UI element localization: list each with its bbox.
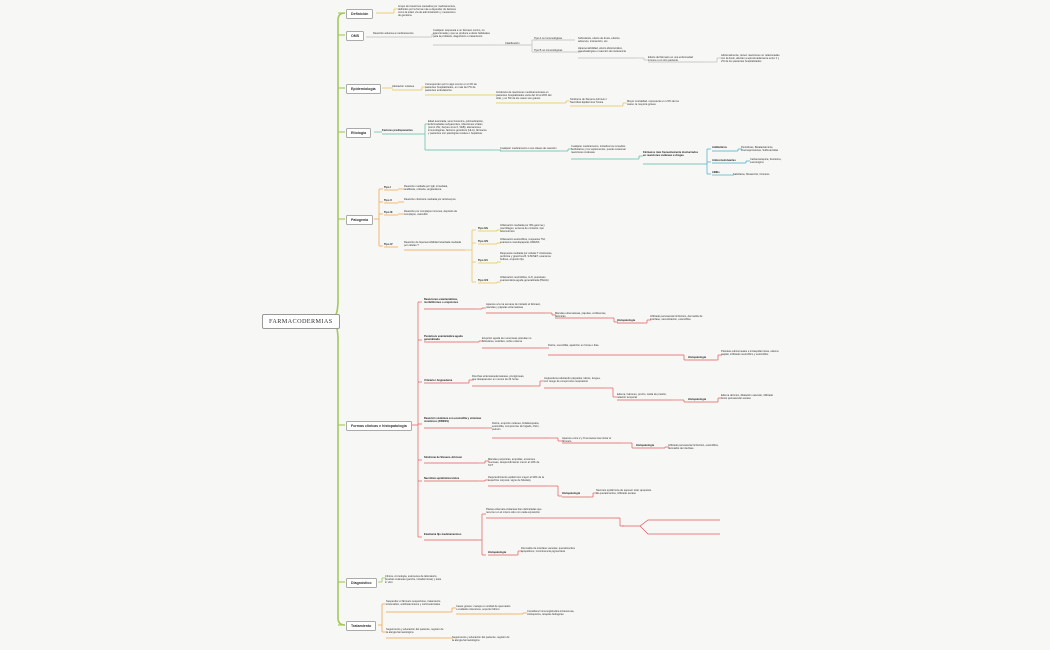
tipo-b-detail[interactable]: Hipersensibilidad, efecto idiosincrático… — [578, 47, 626, 54]
anticonvulsivantes-node[interactable]: Anticonvulsivantes — [712, 159, 736, 162]
dress-node[interactable]: Reacción sistémica con eosinofilia y sín… — [424, 417, 482, 424]
tipo-iii-node[interactable]: Tipo III — [384, 211, 393, 214]
trunk-line — [327, 319, 346, 626]
tipo-ivd-detail[interactable]: Inflamación neutrofílica, IL-8, pustulos… — [500, 276, 549, 283]
exantema-fijo-histo-node[interactable]: Histopatología — [488, 551, 507, 554]
urticaria-detail[interactable]: Ronchas eritematoedematosas, pruriginosa… — [472, 375, 525, 382]
oms-node[interactable]: Reacción adversa a medicamentos — [373, 32, 414, 35]
topic-diagnostico[interactable]: Diagnóstico — [346, 578, 377, 588]
urticaria-signs[interactable]: Edema, habones, prurito, caída de presió… — [617, 393, 667, 400]
epi-sjs-node[interactable]: Síndrome de Stevens-Johnson / Necrólisis… — [570, 98, 608, 105]
tipo-i-node[interactable]: Tipo I — [384, 186, 391, 189]
sjs-detail[interactable]: Máculas purpúricas, ampollas, erosiones … — [488, 458, 540, 468]
tratamiento-registro[interactable]: Seguimiento y educación del paciente, re… — [452, 636, 510, 643]
tipo-ivc-detail[interactable]: Respuesta mediada por células T citotóxi… — [500, 252, 553, 262]
diagnostico-detail[interactable]: Clínica, cronología, exámenes de laborat… — [385, 575, 442, 585]
net-histo-detail[interactable]: Necrosis epidérmica de espesor total, ap… — [596, 489, 652, 496]
cualquier-medicamento-detail[interactable]: Cualquier medicamento, incluidos los rem… — [571, 145, 626, 155]
topic-formas-clinicas[interactable]: Formas clínicas e histopatología — [346, 421, 412, 431]
exantema-fijo-node[interactable]: Exantema fijo medicamentoso — [424, 533, 462, 536]
farmacos-frecuentes-node[interactable]: Fármacos más frecuentemente involucrados… — [643, 151, 699, 158]
tratamiento-graves[interactable]: Casos graves: manejo en unidad de quemad… — [456, 605, 511, 612]
tipo-ivc-node[interactable]: Tipo IVc — [478, 259, 489, 262]
factores-predisponentes-node[interactable]: Factores predisponentes — [382, 129, 413, 132]
connector-line — [639, 525, 660, 535]
dress-histo-detail[interactable]: Infiltrado perivascular linfocítico, eos… — [668, 444, 719, 451]
tratamiento-seguimiento[interactable]: Seguimiento y educación del paciente, re… — [386, 628, 444, 635]
epi-afectacion-node[interactable]: Afectación cutánea — [392, 85, 415, 88]
oms-definition[interactable]: Cualquier respuesta a un fármaco nocivo,… — [433, 29, 490, 39]
anticonvulsivantes-detail[interactable]: Carbamazepina, Fenitoína, Lamotrigina — [750, 158, 782, 165]
central-topic[interactable]: FARMACODERMIAS — [262, 314, 340, 329]
tipo-iva-detail[interactable]: Inflamación mediada por IFN-gamma y macr… — [500, 224, 545, 234]
exantema-fijo-detail[interactable]: Placas eritemato-violáceas bien delimita… — [486, 508, 542, 515]
epi-prevalence[interactable]: Corresponden por lo algo común en 2-3% d… — [425, 83, 477, 93]
peag-histo-node[interactable]: Histopatología — [688, 356, 707, 359]
tipo-iva-node[interactable]: Tipo IVa — [478, 227, 488, 230]
net-histo-node[interactable]: Histopatología — [562, 492, 581, 495]
clasificacion-node[interactable]: Clasificación — [505, 42, 520, 45]
urticaria-node[interactable]: Urticaria / Angioedema — [424, 379, 453, 382]
tratamiento-detail[interactable]: Suspender el fármaco sospechoso, tratami… — [386, 600, 441, 607]
tipo-iii-detail[interactable]: Reacción por complejos inmunes, depósito… — [404, 210, 458, 217]
trunk-line — [327, 12, 346, 321]
tipo-a-node[interactable]: Tipo A no inmunológicas — [534, 37, 563, 40]
topic-etiologia[interactable]: Etiología — [346, 128, 372, 138]
urticaria-histo-node[interactable]: Histopatología — [688, 398, 707, 401]
net-detail[interactable]: Desprendimiento epidérmico mayor al 30% … — [488, 476, 544, 483]
connector-line — [622, 519, 660, 527]
tipo-ii-detail[interactable]: Reacción citotóxica mediada por anticuer… — [404, 198, 456, 201]
dress-detail[interactable]: Fiebre, erupción cutánea, linfadenopatía… — [492, 422, 540, 432]
aines-node[interactable]: AINEs — [712, 171, 720, 174]
antibioticos-node[interactable]: Antibióticos — [712, 146, 727, 149]
tipo-ivd-node[interactable]: Tipo IVd — [478, 279, 489, 282]
antibioticos-detail[interactable]: Penicilinas, Betalactámicos, Fluoroquino… — [741, 146, 779, 153]
tipo-i-detail[interactable]: Reacción mediada por IgE, inmediata, ana… — [404, 185, 448, 192]
topic-patogenia[interactable]: Patogenia — [346, 215, 374, 225]
exantematicas-node[interactable]: Reacciones exantemáticas, morbiliformes … — [424, 298, 459, 305]
exantematicas-clinic[interactable]: Máculas eritematosas, pápulas, confluent… — [555, 312, 607, 319]
dress-onset[interactable]: Aparece entre 2 y 8 semanas tras iniciar… — [562, 437, 612, 444]
tipo-b-effect[interactable]: Efecto del fármaco en una enfermedad inm… — [648, 56, 693, 63]
exantema-fijo-histo-detail[interactable]: Dermatitis de interfase vacuolar, querat… — [521, 547, 575, 554]
exantematicas-onset[interactable]: Aparece a la 1a semana de iniciado el fá… — [486, 303, 541, 310]
peag-node[interactable]: Pustulosis exantemática aguda generaliza… — [424, 335, 463, 342]
topic-oms[interactable]: OMS — [346, 31, 365, 41]
net-node[interactable]: Necrólisis epidérmica tóxica — [424, 477, 460, 480]
peag-fever[interactable]: Fiebre, neutrofilia, aparición en horas … — [548, 344, 599, 347]
topic-definicion[interactable]: Definición — [346, 9, 374, 19]
exantematicas-histo-node[interactable]: Histopatología — [617, 319, 636, 322]
factores-detail[interactable]: Edad avanzada, sexo femenino, polimedica… — [428, 120, 487, 136]
tipo-b-node[interactable]: Tipo B no inmunológicas — [534, 49, 563, 52]
definition-text[interactable]: Grupo de trastornos causados por medicam… — [398, 5, 456, 18]
tipo-b-extra[interactable]: Adicionalmente, tienen reacciones no rel… — [721, 54, 780, 64]
urticaria-histo-detail[interactable]: Edema dérmico, dilatación vascular, infi… — [721, 394, 774, 401]
peag-histo-detail[interactable]: Pústulas subcorneales e intraepidérmicas… — [721, 350, 779, 357]
tipo-a-detail[interactable]: Sobredosis, efecto de dosis, efectos adv… — [578, 37, 620, 44]
topic-epidemiologia[interactable]: Epidemiología — [346, 84, 381, 94]
cualquier-medicamento-node[interactable]: Cualquier medicamento o sus clases de re… — [500, 147, 557, 150]
tipo-ii-node[interactable]: Tipo II — [384, 199, 392, 202]
tipo-ivb-node[interactable]: Tipo IVb — [478, 240, 489, 243]
dress-histo-node[interactable]: Histopatología — [636, 444, 655, 447]
epi-sjs-mortality[interactable]: Mayor mortalidad, representa un 1-5% de … — [627, 100, 679, 107]
tipo-ivb-detail[interactable]: Inflamación eosinofílica, respuesta Th2,… — [500, 238, 546, 245]
angioedema-detail[interactable]: Angioedema afectando párpados, labios, l… — [544, 377, 601, 384]
tratamiento-ivig[interactable]: Considerar inmunoglobulina intravenosa, … — [527, 610, 575, 617]
tipo-iv-detail[interactable]: Reacción de hipersensibilidad retardada … — [404, 241, 461, 248]
tipo-iv-node[interactable]: Tipo IV — [384, 243, 393, 246]
peag-detail[interactable]: Erupción aguda de numerosas pústulas no … — [482, 337, 532, 344]
sjs-node[interactable]: Síndrome de Stevens-Johnson — [424, 456, 463, 459]
epi-incidence[interactable]: Incidencia de reacciones medicamentosas … — [496, 91, 552, 101]
aines-detail[interactable]: Salicilatos, Metamizol, Oxicams — [733, 173, 770, 176]
topic-tratamiento[interactable]: Tratamiento — [346, 621, 377, 631]
exantematicas-histo-detail[interactable]: Infiltrado perivascular linfocítico, der… — [650, 315, 703, 322]
